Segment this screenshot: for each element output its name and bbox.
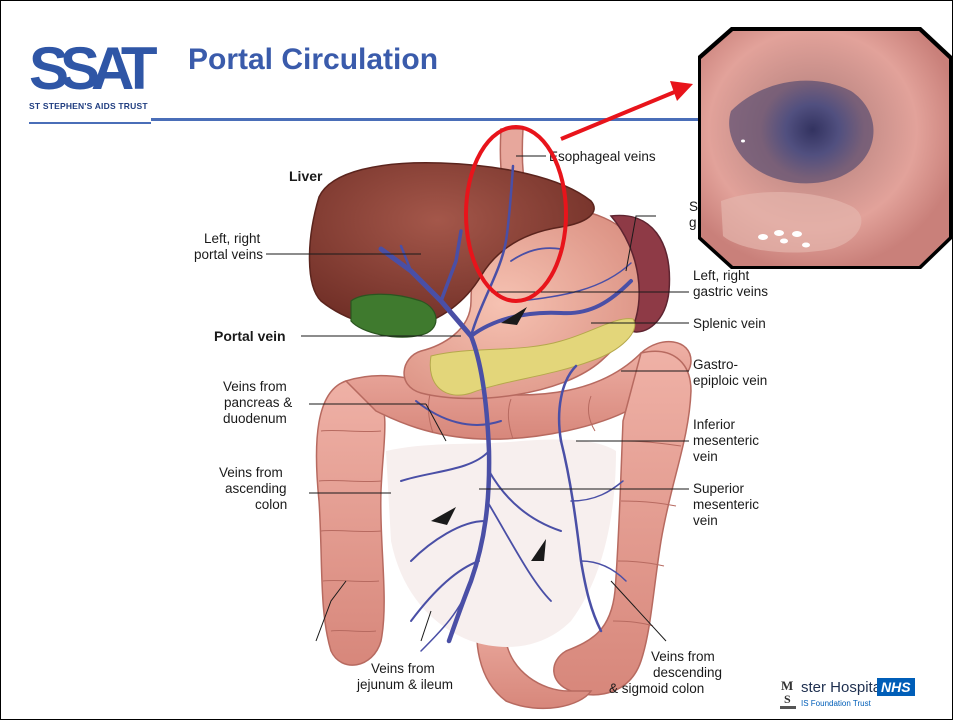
label-esophageal: Esophageal veins <box>549 149 656 164</box>
endoscopy-photo <box>698 27 952 269</box>
label-pancreas-3: duodenum <box>223 411 287 426</box>
label-short-gastric-1: S <box>689 199 698 214</box>
foundation-trust: IS Foundation Trust <box>801 699 871 708</box>
label-descending-1: Veins from <box>651 649 715 664</box>
label-superior-3: vein <box>693 513 718 528</box>
label-gastric-2: gastric veins <box>693 284 768 299</box>
label-left-right-portal-2: portal veins <box>194 247 263 262</box>
label-pancreas-2: pancreas & <box>224 395 292 410</box>
svg-text:S: S <box>784 692 791 706</box>
nhs-badge: NHS <box>877 678 915 696</box>
label-gastroepiploic-1: Gastro- <box>693 357 738 372</box>
label-descending-3: & sigmoid colon <box>609 681 704 696</box>
label-inferior-3: vein <box>693 449 718 464</box>
label-inferior-2: mesenteric <box>693 433 759 448</box>
label-superior-2: mesenteric <box>693 497 759 512</box>
label-ascending-2: ascending <box>225 481 287 496</box>
label-liver: Liver <box>289 168 323 184</box>
label-ascending-1: Veins from <box>219 465 283 480</box>
label-descending-2: descending <box>653 665 722 680</box>
label-short-gastric-2: g <box>689 215 697 230</box>
label-left-right-portal-1: Left, right <box>204 231 261 246</box>
anatomy-illustration <box>309 129 691 708</box>
hospital-footer: M S ster Hospital NHS IS Foundation Trus… <box>779 677 949 717</box>
mesentery <box>386 439 616 647</box>
label-gastric-1: Left, right <box>693 268 750 283</box>
hospital-crest-icon: M S <box>779 677 799 713</box>
hospital-name: ster Hospital <box>801 679 884 696</box>
pointer-arrow-line <box>561 91 677 139</box>
label-gastroepiploic-2: epiploic vein <box>693 373 767 388</box>
label-jejunum-2: jejunum & ileum <box>356 677 453 692</box>
ascending-colon <box>316 381 384 665</box>
label-inferior-1: Inferior <box>693 417 736 432</box>
label-jejunum-1: Veins from <box>371 661 435 676</box>
label-superior-1: Superior <box>693 481 745 496</box>
label-ascending-3: colon <box>255 497 287 512</box>
label-portal-vein: Portal vein <box>214 328 286 344</box>
label-splenic: Splenic vein <box>693 316 766 331</box>
svg-text:M: M <box>781 678 793 693</box>
label-pancreas-1: Veins from <box>223 379 287 394</box>
